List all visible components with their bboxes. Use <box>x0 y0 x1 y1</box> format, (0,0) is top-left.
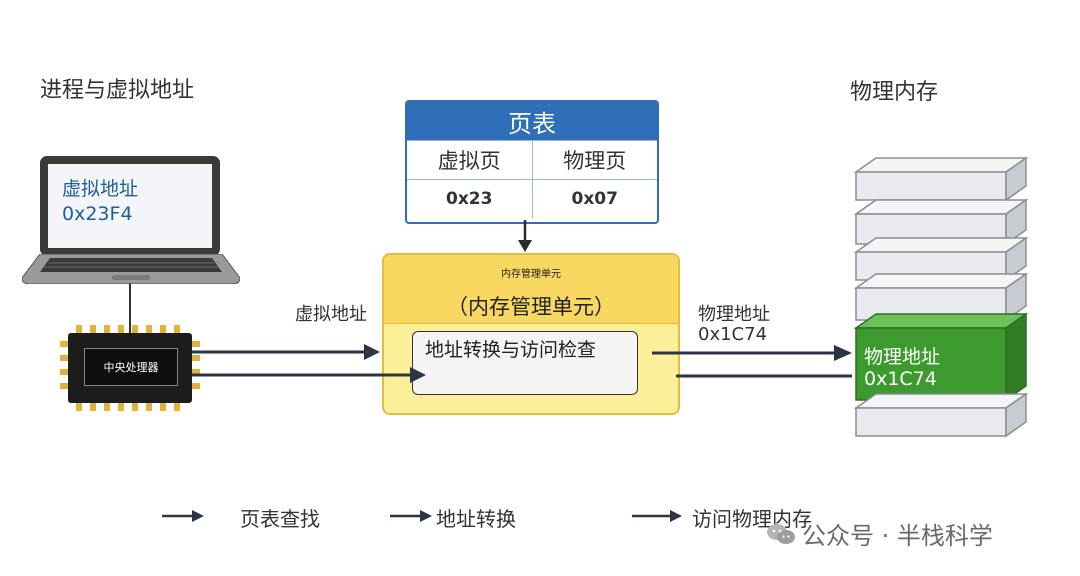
page-table: 页表 虚拟页 物理页 0x23 0x07 <box>405 100 659 224</box>
legend-item-address-translation: 地址转换 <box>436 507 516 531</box>
physical-address-arrow-value: 0x1C74 <box>698 324 768 345</box>
memory-highlight-label: 物理地址 <box>864 346 941 368</box>
memory-stack-icon <box>853 156 1029 438</box>
legend-arrow-icon <box>390 510 432 522</box>
pagetable-to-mmu-arrow <box>518 220 532 252</box>
page-table-value-row: 0x23 0x07 <box>407 179 657 218</box>
page-table-physical-value: 0x07 <box>531 180 658 218</box>
laptop-virtual-address-value: 0x23F4 <box>62 203 133 225</box>
mmu-to-memory-arrows <box>652 345 852 378</box>
virtual-address-arrow-label: 虚拟地址 <box>295 304 367 325</box>
cpu-label: 中央处理器 <box>84 348 178 386</box>
cpu-to-mmu-arrows <box>192 344 426 383</box>
legend-arrow-icon <box>632 510 682 522</box>
laptop-cpu-connector <box>129 283 131 335</box>
laptop-screen: 虚拟地址 0x23F4 <box>40 156 220 256</box>
laptop-keyboard-icon <box>22 254 240 284</box>
mmu-main-label: （内存管理单元） <box>447 295 615 319</box>
laptop-display: 虚拟地址 0x23F4 <box>48 164 212 248</box>
right-title: 物理内存 <box>850 80 939 105</box>
memory-highlight-value: 0x1C74 <box>864 368 937 390</box>
legend-item-physical-memory-access: 访问物理内存 <box>692 507 812 531</box>
laptop-virtual-address-label: 虚拟地址 <box>62 178 139 200</box>
page-table-title: 页表 <box>407 102 657 140</box>
legend-item-page-table-lookup: 页表查找 <box>240 507 320 531</box>
page-table-virtual-value: 0x23 <box>446 189 493 209</box>
physical-address-arrow-label: 物理地址 <box>698 304 770 325</box>
mmu-function-box: 地址转换与访问检查 <box>412 331 638 395</box>
left-title: 进程与虚拟地址 <box>40 78 195 103</box>
legend-arrow-icon <box>162 510 204 522</box>
mmu-small-label: 内存管理单元 <box>501 269 561 280</box>
page-table-header-row: 虚拟页 物理页 <box>407 140 657 179</box>
watermark-text: 公众号 · 半栈科学 <box>802 522 993 550</box>
wechat-icon <box>767 524 795 544</box>
mmu-header: 内存管理单元 （内存管理单元） <box>384 255 678 324</box>
page-table-col-physical: 物理页 <box>531 141 658 179</box>
page-table-col-virtual: 虚拟页 <box>437 149 501 173</box>
